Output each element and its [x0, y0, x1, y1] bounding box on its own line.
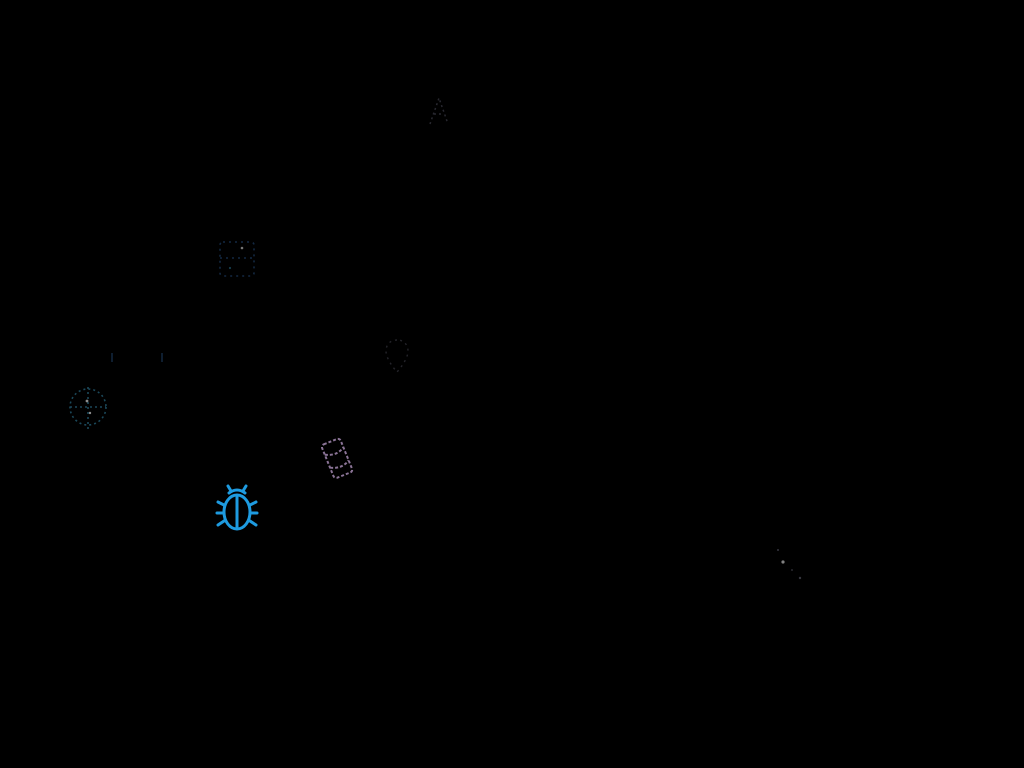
faded-glyph-icon-svg	[429, 95, 449, 125]
faded-dash-icon	[108, 350, 168, 366]
faded-box-icon-svg	[219, 241, 255, 277]
faded-sparkle-icon	[770, 542, 810, 586]
faded-box-icon	[214, 234, 262, 282]
faded-sparkle-icon-svg	[777, 549, 802, 580]
faded-dash-icon-svg	[111, 353, 163, 362]
faded-marker-icon	[382, 336, 412, 376]
faded-compass-icon	[66, 385, 110, 431]
faded-scroll-icon-svg	[320, 437, 354, 479]
beetle-icon[interactable]	[214, 484, 260, 533]
faded-scroll-icon	[318, 432, 358, 484]
faded-marker-icon-svg	[385, 339, 409, 374]
faded-compass-icon-svg	[69, 387, 107, 429]
faded-glyph-icon	[426, 94, 452, 128]
beetle-icon-svg	[215, 484, 259, 531]
